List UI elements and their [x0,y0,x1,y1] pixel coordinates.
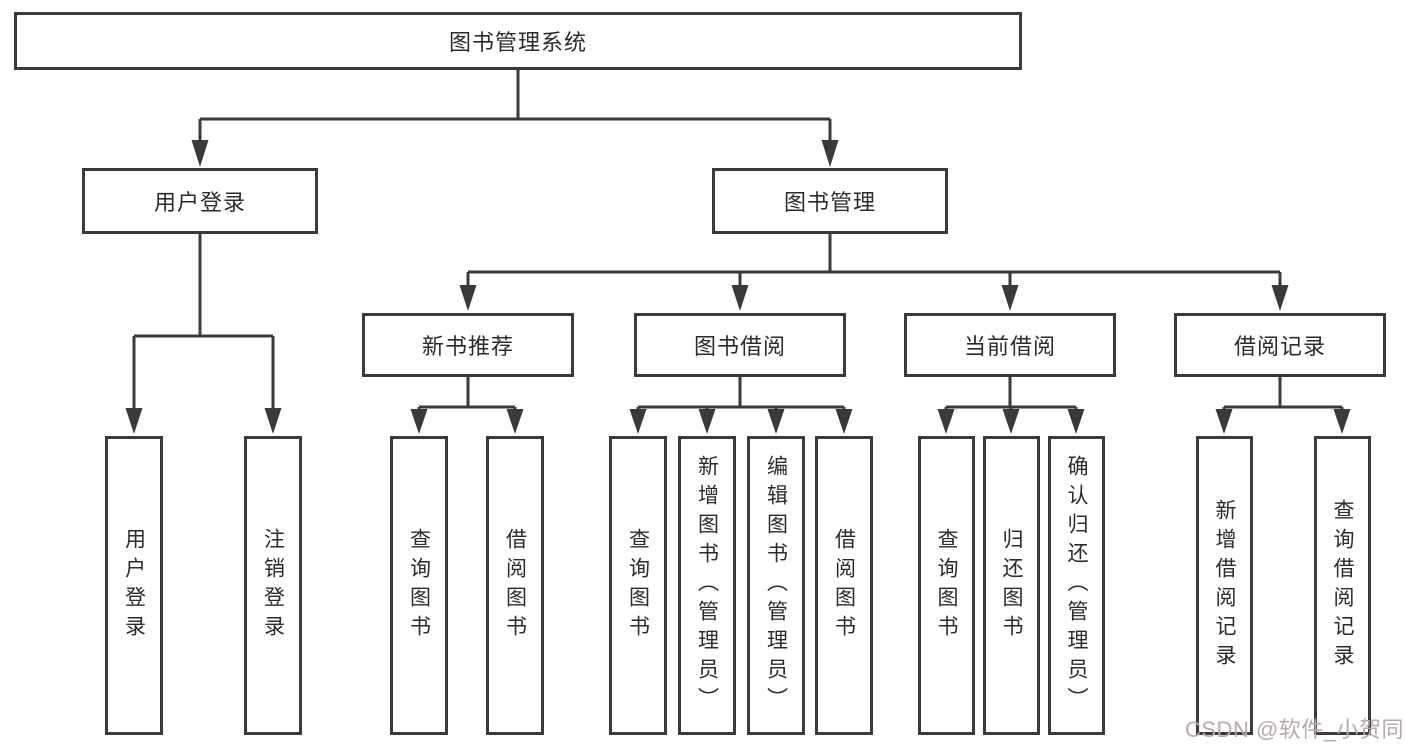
leaf-br-add-record-label: 新增借阅记录 [1213,498,1237,673]
leaf-bb-edit-books-admin: 编辑图书（管理员） [747,436,805,735]
leaf-nbr-query-books-label: 查询图书 [407,527,431,644]
leaf-cb-confirm-return-admin: 确认归还（管理员） [1048,436,1105,735]
connector-bookborrow-to-leaves [629,377,853,434]
leaf-user-login: 用户登录 [105,436,163,735]
node-user-login: 用户登录 [82,168,318,234]
leaf-cb-confirm-return-admin-label: 确认归还（管理员） [1065,455,1089,716]
node-book-management: 图书管理 [712,168,948,234]
node-current-borrow: 当前借阅 [904,313,1116,377]
node-root-label: 图书管理系统 [448,30,587,55]
node-current-borrow-label: 当前借阅 [963,334,1056,359]
connector-bookmgmt-to-level3 [459,234,1289,311]
leaf-br-add-record: 新增借阅记录 [1196,436,1253,735]
leaf-cb-query-books-label: 查询图书 [935,527,959,644]
leaf-bb-edit-books-admin-label: 编辑图书（管理员） [764,455,788,716]
leaf-bb-borrow-books: 借阅图书 [815,436,873,735]
leaf-bb-query-books: 查询图书 [609,436,667,735]
leaf-nbr-borrow-books: 借阅图书 [486,436,544,735]
csdn-watermark: CSDN @软件_小贺同学 [1185,717,1405,742]
connector-root-to-level2 [191,70,839,167]
connector-borrowrecords-to-leaves [1215,377,1351,434]
leaf-user-login-label: 用户登录 [122,527,146,644]
connector-currentborrow-to-leaves [937,377,1085,434]
leaf-logout: 注销登录 [244,436,302,735]
connector-newbookrec-to-leaves [410,377,524,434]
leaf-br-query-record-label: 查询借阅记录 [1331,498,1355,673]
leaf-nbr-query-books: 查询图书 [390,436,448,735]
leaf-cb-query-books: 查询图书 [918,436,975,735]
node-user-login-label: 用户登录 [153,190,246,215]
node-new-book-recommend: 新书推荐 [362,313,574,377]
node-book-borrow-label: 图书借阅 [693,334,786,359]
leaf-cb-return-books: 归还图书 [983,436,1040,735]
leaf-cb-return-books-label: 归还图书 [1000,527,1024,644]
leaf-bb-borrow-books-label: 借阅图书 [832,527,856,644]
leaf-nbr-borrow-books-label: 借阅图书 [503,527,527,644]
node-root: 图书管理系统 [14,12,1022,70]
connector-userlogin-to-leaves [125,234,282,434]
node-new-book-recommend-label: 新书推荐 [421,334,514,359]
leaf-logout-label: 注销登录 [261,527,285,644]
node-book-borrow: 图书借阅 [634,313,846,377]
leaf-bb-add-books-admin: 新增图书（管理员） [678,436,736,735]
leaf-bb-query-books-label: 查询图书 [626,527,650,644]
node-borrow-records-label: 借阅记录 [1233,334,1326,359]
node-book-management-label: 图书管理 [783,190,876,215]
leaf-bb-add-books-admin-label: 新增图书（管理员） [695,455,719,716]
node-borrow-records: 借阅记录 [1174,313,1386,377]
leaf-br-query-record: 查询借阅记录 [1314,436,1371,735]
